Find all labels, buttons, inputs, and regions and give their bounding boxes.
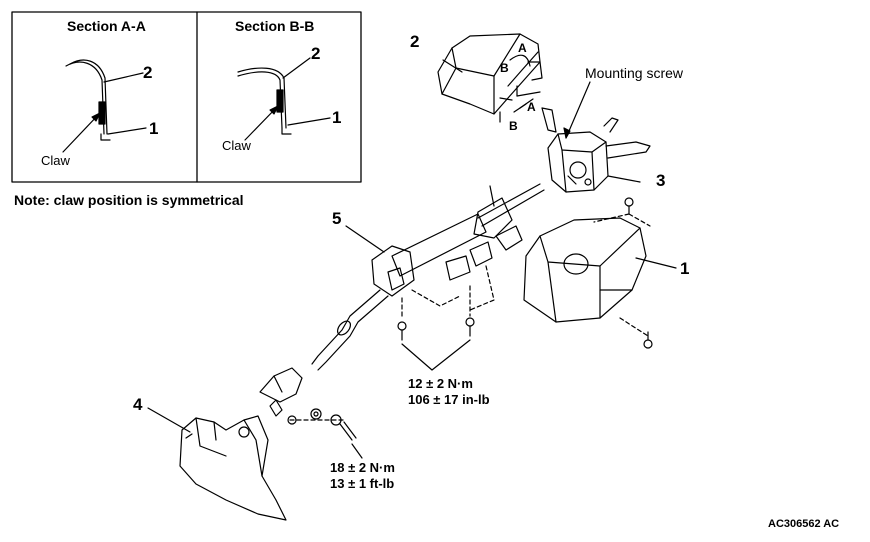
torque-joint-leader xyxy=(351,443,363,459)
lower-column-cover xyxy=(523,217,647,323)
mounting-screw-label: Mounting screw xyxy=(585,65,684,81)
callout-column: 5 xyxy=(332,209,342,228)
callout-4-leader xyxy=(147,407,191,433)
column-guide-diag xyxy=(411,289,461,307)
column-bolt-left xyxy=(397,321,407,341)
section-b-sketch xyxy=(237,57,331,141)
joint-bolt xyxy=(330,414,357,441)
joint-nut xyxy=(287,415,297,425)
section-marker-b-lower: B xyxy=(509,119,518,133)
section-a-callout-2: 2 xyxy=(143,63,153,82)
callout-switch: 3 xyxy=(656,171,666,190)
callout-1-leader xyxy=(635,257,677,269)
section-a-callout-1: 1 xyxy=(149,119,159,138)
section-b-claw-label: Claw xyxy=(222,138,251,153)
cover-screw-lower xyxy=(643,331,653,349)
cover-screw-guide-lower xyxy=(619,317,649,337)
upper-column-cover xyxy=(437,33,543,115)
section-a-claw-label: Claw xyxy=(41,153,70,168)
section-box-frame xyxy=(11,11,362,183)
figure-code: AC306562 AC xyxy=(768,518,840,530)
section-marker-b-upper: B xyxy=(500,61,509,75)
torque-column-metric: 12 ± 2 N·m xyxy=(408,376,473,391)
torque-spec-joint: 18 ± 2 N·m 13 ± 1 ft-lb xyxy=(330,460,395,492)
callout-5-leader xyxy=(345,225,385,253)
section-marker-a-lower: A xyxy=(527,100,536,114)
cover-screw-guide-b xyxy=(628,213,651,227)
dust-cover xyxy=(179,415,287,521)
callout-upper-cover: 2 xyxy=(410,32,420,51)
torque-joint-imperial: 13 ± 1 ft-lb xyxy=(330,476,395,491)
section-a-title: Section A-A xyxy=(67,18,146,34)
column-guide-diag-b xyxy=(469,265,495,311)
section-cut-lines xyxy=(499,51,541,123)
torque-spec-column: 12 ± 2 N·m 106 ± 17 in-lb xyxy=(408,376,490,408)
callout-lower-cover: 1 xyxy=(680,259,690,278)
steering-column-assembly xyxy=(259,183,545,417)
section-b-callout-1: 1 xyxy=(332,108,342,127)
section-a-sketch xyxy=(62,59,147,153)
callout-dust-cover: 4 xyxy=(133,395,143,414)
cover-screw-upper xyxy=(624,197,634,215)
combination-switch xyxy=(541,107,651,193)
joint-washer xyxy=(310,408,322,420)
mounting-screw-leader xyxy=(565,81,591,139)
symmetry-note: Note: claw position is symmetrical xyxy=(14,192,244,208)
torque-column-imperial: 106 ± 17 in-lb xyxy=(408,392,490,407)
torque-column-leader xyxy=(401,339,471,371)
section-b-title: Section B-B xyxy=(235,18,315,34)
section-b-callout-2: 2 xyxy=(311,44,321,63)
column-bolt-right xyxy=(465,317,475,337)
callout-3-leader xyxy=(607,175,641,183)
section-marker-a-upper: A xyxy=(518,41,527,55)
torque-joint-metric: 18 ± 2 N·m xyxy=(330,460,395,475)
